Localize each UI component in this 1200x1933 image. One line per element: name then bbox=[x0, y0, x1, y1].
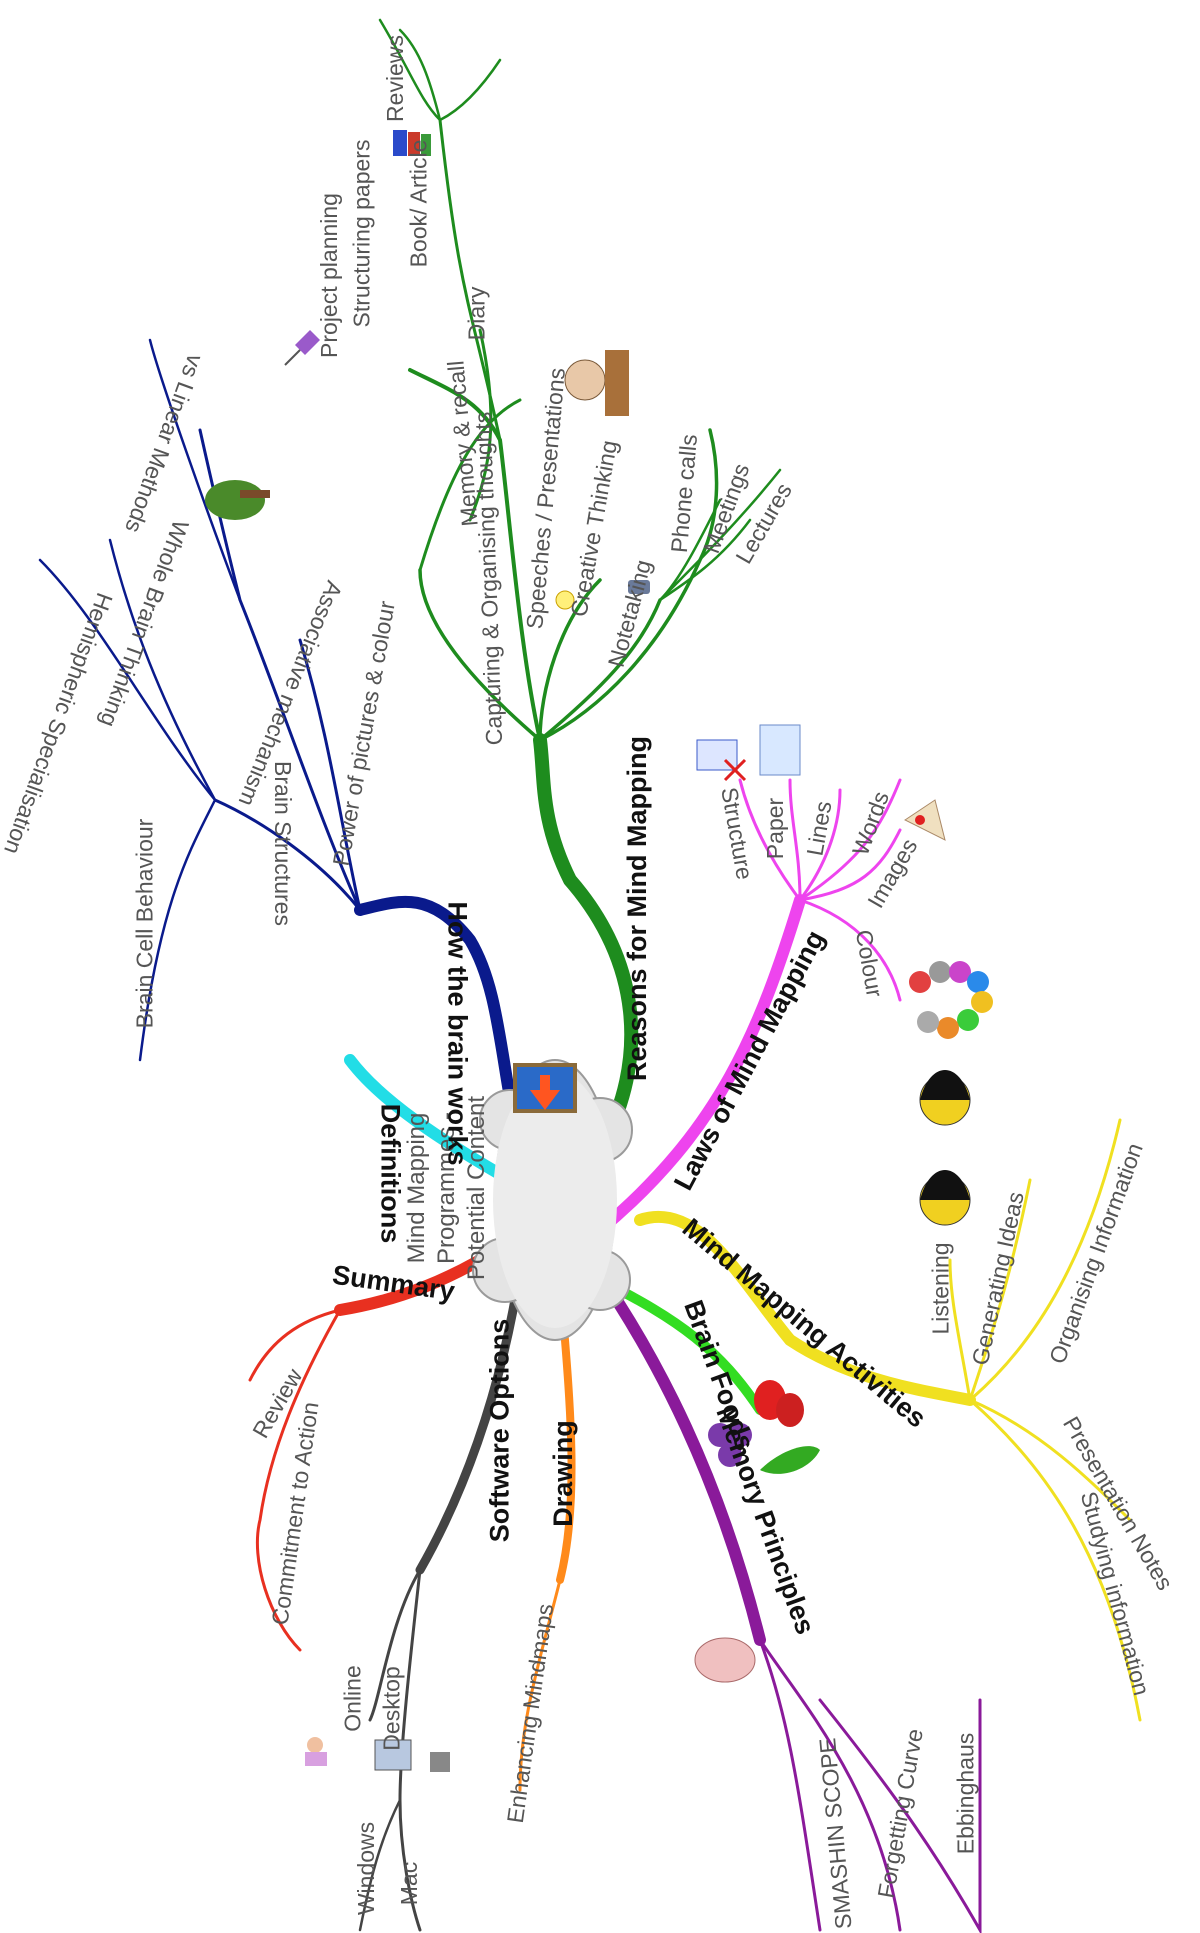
project-planning-label: Project planning bbox=[316, 193, 343, 358]
speaker-at-podium-icon bbox=[565, 350, 629, 416]
paper-sheet-icon bbox=[760, 725, 800, 775]
elephant-icon bbox=[695, 1638, 755, 1682]
ebbinghaus-label: Ebbinghaus bbox=[952, 1733, 979, 1855]
pushpin-icon bbox=[285, 330, 320, 365]
images-icon bbox=[905, 800, 945, 840]
desktop-label: Desktop bbox=[379, 1666, 406, 1750]
colour-balls-icon bbox=[909, 961, 993, 1039]
definitions-label: Definitions bbox=[374, 1104, 405, 1244]
book-article-label: Book/ Article bbox=[405, 140, 432, 268]
smiley-faces-icon bbox=[920, 1070, 970, 1225]
brain-label: How the brain works bbox=[442, 901, 473, 1165]
listening-label: Listening bbox=[928, 1242, 955, 1334]
structuring-papers-label: Structuring papers bbox=[348, 140, 375, 328]
tree-icon bbox=[205, 480, 270, 520]
windows-label: Windows bbox=[353, 1822, 380, 1915]
pepper-icon bbox=[760, 1446, 820, 1474]
structure-chart-icon bbox=[697, 740, 745, 780]
mac-label: Mac bbox=[396, 1862, 423, 1905]
cell-behaviour-label: Brain Cell Behaviour bbox=[131, 819, 158, 1029]
online-label: Online bbox=[340, 1665, 367, 1731]
drawing-label: Drawing bbox=[548, 1420, 579, 1527]
online-person-icon bbox=[305, 1737, 327, 1766]
diary-label: Diary bbox=[463, 287, 490, 341]
paper-label: Paper bbox=[762, 798, 789, 859]
reviews-label: Reviews bbox=[382, 35, 409, 122]
reasons-label: Reasons for Mind Mapping bbox=[622, 736, 653, 1081]
software-label: Software Options bbox=[484, 1319, 515, 1543]
brain-structures-label: Brain Structures bbox=[269, 761, 296, 926]
presentation-board-icon bbox=[515, 1065, 575, 1111]
